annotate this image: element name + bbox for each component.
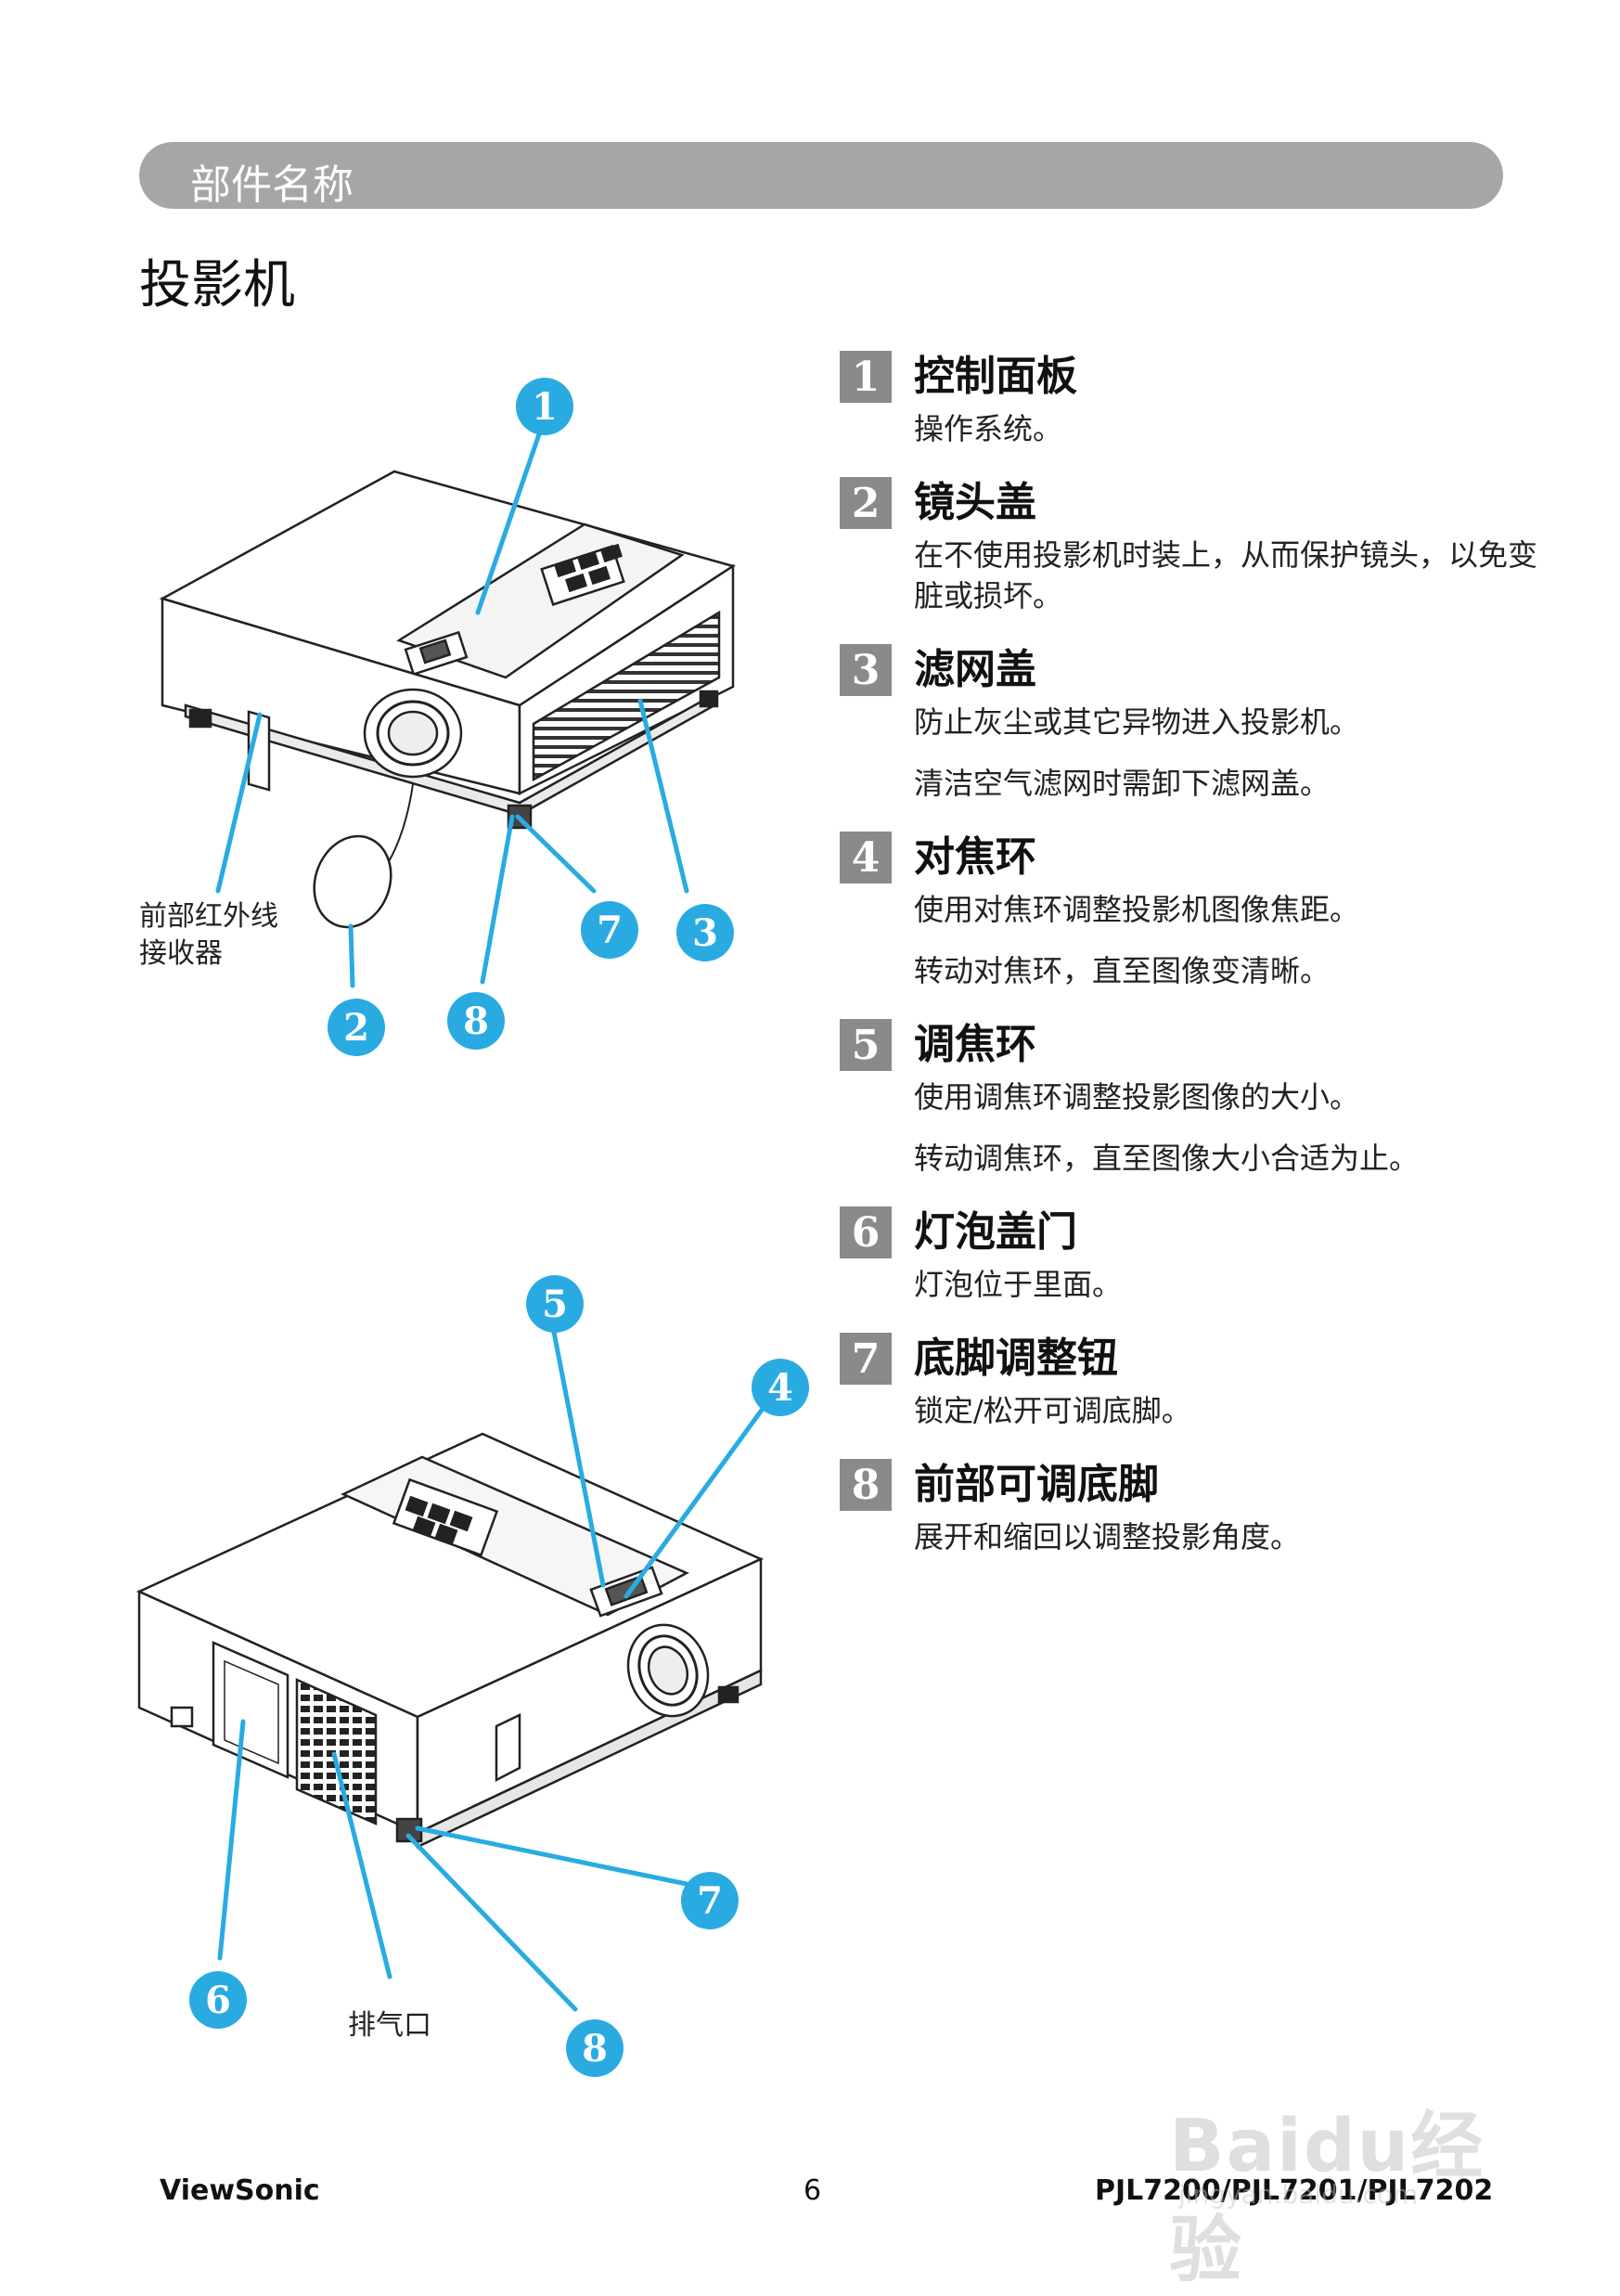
part-description: 使用对焦环调整投影机图像焦距。 (914, 892, 1360, 927)
callout-numbers: 1 2 3 7 8 4 5 6 7 8 (205, 385, 793, 2070)
part-title: 前部可调底脚 (914, 1461, 1159, 1508)
callout-3-top: 3 (692, 911, 718, 955)
part-description: 使用调焦环调整投影图像的大小。 (914, 1079, 1360, 1115)
callout-8-top: 8 (463, 1000, 489, 1043)
part-item-8: 8 前部可调底脚展开和缩回以调整投影角度。 (840, 1459, 1545, 1557)
part-description: 清洁空气滤网时需卸下滤网盖。 (914, 766, 1331, 801)
ir-receiver-label: 前部红外线 接收器 (139, 898, 278, 973)
part-item-7: 7 底脚调整钮锁定/松开可调底脚。 (840, 1333, 1545, 1431)
part-title: 镜头盖 (914, 479, 1036, 526)
part-number-badge: 4 (840, 832, 892, 884)
part-description: 操作系统。 (914, 411, 1063, 446)
part-title: 对焦环 (914, 833, 1036, 881)
part-number-badge: 8 (840, 1459, 892, 1511)
part-description: 展开和缩回以调整投影角度。 (914, 1519, 1301, 1554)
part-description: 在不使用投影机时装上，从而保护镜头，以免变脏或损坏。 (914, 537, 1538, 613)
callout-5-bottom: 5 (542, 1283, 568, 1326)
projector-front-view (159, 470, 736, 929)
part-item-3: 3 滤网盖防止灰尘或其它异物进入投影机。清洁空气滤网时需卸下滤网盖。 (840, 644, 1545, 804)
part-item-4: 4 对焦环使用对焦环调整投影机图像焦距。转动对焦环，直至图像变清晰。 (840, 832, 1545, 991)
part-number-badge: 2 (840, 477, 892, 529)
callout-2-top: 2 (343, 1006, 369, 1050)
part-item-6: 6 灯泡盖门灯泡位于里面。 (840, 1206, 1545, 1305)
part-item-2: 2 镜头盖在不使用投影机时装上，从而保护镜头，以免变脏或损坏。 (840, 477, 1545, 616)
part-title: 调焦环 (914, 1021, 1036, 1068)
projector-rear-view (135, 1432, 765, 1849)
part-description: 灯泡位于里面。 (914, 1267, 1123, 1302)
footer-page-number: 6 (804, 2174, 822, 2207)
section-title-bar: 部件名称 (139, 142, 1503, 209)
callout-6-bottom: 6 (205, 1979, 231, 2022)
part-item-1: 1 控制面板操作系统。 (840, 351, 1545, 449)
part-title: 控制面板 (914, 353, 1077, 400)
callout-7-bottom: 7 (697, 1879, 723, 1923)
footer-models: PJL7200/PJL7201/PJL7202 (1095, 2174, 1494, 2207)
control-panel-buttons-rear (392, 1477, 499, 1557)
callout-8-bottom: 8 (582, 2027, 608, 2070)
part-number-badge: 7 (840, 1333, 892, 1385)
part-description: 锁定/松开可调底脚。 (914, 1393, 1191, 1428)
part-description: 转动对焦环，直至图像变清晰。 (914, 953, 1331, 988)
callout-1-top: 1 (532, 385, 558, 429)
control-panel-buttons (540, 543, 625, 606)
part-number-badge: 6 (840, 1206, 892, 1258)
parts-list: 1 控制面板操作系统。 2 镜头盖在不使用投影机时装上，从而保护镜头，以免变脏或损坏。… (840, 351, 1545, 1557)
watermark-url: jingyan.baidu.com (1178, 2179, 1419, 2210)
exhaust-label: 排气口 (348, 2009, 431, 2042)
baidu-watermark: Baidu经验 jingyan.baidu.com (1169, 2070, 1540, 2292)
part-description: 转动调焦环，直至图像大小合适为止。 (914, 1141, 1420, 1176)
part-number-badge: 1 (840, 351, 892, 403)
part-number-badge: 5 (840, 1019, 892, 1071)
part-title: 底脚调整钮 (914, 1335, 1118, 1382)
callout-circles (189, 378, 809, 2077)
part-description: 防止灰尘或其它异物进入投影机。 (914, 704, 1360, 740)
part-number-badge: 3 (840, 644, 892, 696)
callout-lines-top (215, 429, 689, 988)
footer-brand: ViewSonic (160, 2174, 320, 2207)
page-heading: 投影机 (139, 255, 295, 316)
part-item-5: 5 调焦环使用调焦环调整投影图像的大小。转动调焦环，直至图像大小合适为止。 (840, 1019, 1545, 1179)
callout-lines-bottom (217, 1320, 778, 2012)
part-title: 灯泡盖门 (914, 1208, 1077, 1256)
part-title: 滤网盖 (914, 646, 1036, 693)
callout-7-top: 7 (597, 909, 623, 952)
ir-receiver-label-line2: 接收器 (139, 937, 223, 970)
callout-4-bottom: 4 (767, 1366, 793, 1410)
section-title: 部件名称 (190, 161, 354, 209)
ir-receiver-label-line1: 前部红外线 (139, 900, 278, 933)
